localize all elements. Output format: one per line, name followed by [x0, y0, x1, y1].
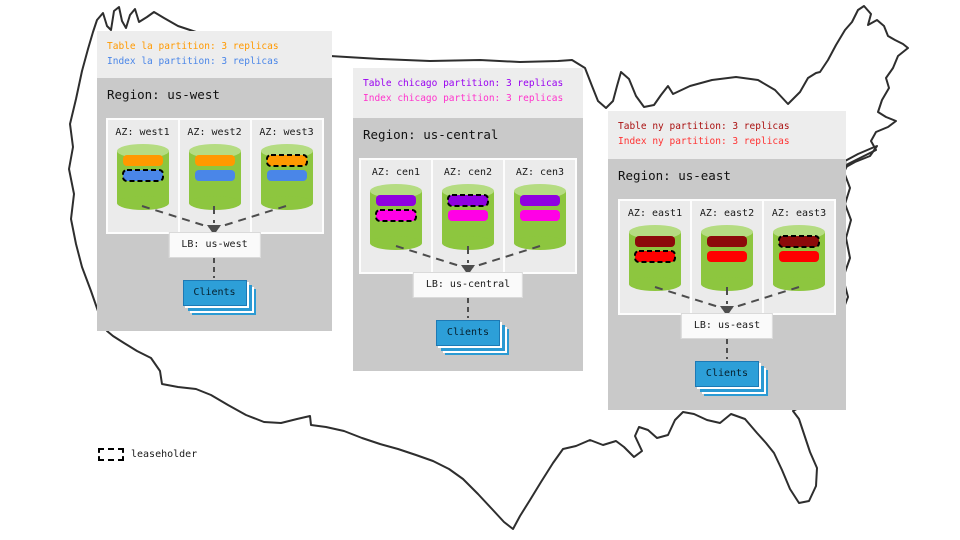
region-title: Region: us-central	[363, 127, 499, 142]
database-cylinder-icon	[260, 144, 313, 210]
partition-callout-central: Table chicago partition: 3 replicas Inde…	[353, 68, 583, 118]
index-partition-bar	[375, 209, 417, 222]
region-box-us-central: Region: us-central AZ: cen1 AZ: cen2	[353, 118, 583, 371]
az-box-east3: AZ: east3	[764, 201, 834, 313]
table-partition-bar	[122, 155, 163, 166]
database-cylinder-icon	[514, 184, 566, 250]
clients-box: Clients	[436, 320, 500, 346]
database-cylinder-icon	[370, 184, 422, 250]
az-label: AZ: west3	[259, 127, 314, 138]
az-box-east2: AZ: east2	[692, 201, 762, 313]
table-partition-bar	[778, 235, 820, 248]
database-cylinder-icon	[629, 225, 681, 291]
az-box-west2: AZ: west2	[179, 120, 250, 232]
callout-table-line: Table ny partition: 3 replicas	[618, 121, 790, 132]
az-label: AZ: east2	[699, 208, 755, 219]
index-partition-bar	[448, 210, 488, 221]
table-partition-bar	[194, 155, 235, 166]
index-partition-bar	[707, 251, 747, 262]
leaseholder-legend: leaseholder	[98, 448, 197, 461]
region-box-us-west: Region: us-west AZ: west1 AZ: west2	[97, 78, 332, 331]
load-balancer-box: LB: us-west	[168, 232, 261, 258]
az-label: AZ: cen3	[515, 167, 565, 178]
table-partition-bar	[376, 195, 416, 206]
database-cylinder-icon	[116, 144, 169, 210]
region-box-us-east: Region: us-east AZ: east1 AZ: east2	[608, 159, 846, 410]
callout-index-line: Index chicago partition: 3 replicas	[363, 93, 564, 104]
index-partition-bar	[194, 170, 235, 181]
callout-table-line: Table chicago partition: 3 replicas	[363, 78, 564, 89]
database-cylinder-icon	[188, 144, 241, 210]
index-partition-bar	[779, 251, 819, 262]
table-partition-bar	[707, 236, 747, 247]
table-partition-bar	[520, 195, 560, 206]
load-balancer-box: LB: us-central	[412, 272, 524, 298]
az-label: AZ: cen2	[443, 167, 493, 178]
az-box-cen2: AZ: cen2	[433, 160, 503, 272]
table-partition-bar	[635, 236, 675, 247]
az-label: AZ: west2	[187, 127, 242, 138]
az-box-west1: AZ: west1	[107, 120, 178, 232]
index-partition-bar	[266, 170, 307, 181]
table-partition-bar	[265, 154, 308, 167]
leaseholder-swatch-icon	[98, 448, 124, 461]
region-title: Region: us-east	[618, 168, 731, 183]
database-cylinder-icon	[701, 225, 753, 291]
legend-label: leaseholder	[131, 449, 198, 460]
callout-table-line: Table la partition: 3 replicas	[107, 41, 279, 52]
partition-callout-east: Table ny partition: 3 replicas Index ny …	[608, 111, 846, 159]
database-cylinder-icon	[442, 184, 494, 250]
az-box-east1: AZ: east1	[620, 201, 690, 313]
long-island-path	[844, 145, 878, 168]
az-box-cen1: AZ: cen1	[361, 160, 431, 272]
az-row-central: AZ: cen1 AZ: cen2	[359, 158, 577, 274]
table-partition-bar	[447, 194, 489, 207]
az-label: AZ: west1	[115, 127, 170, 138]
index-partition-bar	[520, 210, 560, 221]
region-title: Region: us-west	[107, 87, 220, 102]
load-balancer-box: LB: us-east	[680, 313, 774, 339]
az-label: AZ: cen1	[371, 167, 421, 178]
partition-callout-west: Table la partition: 3 replicas Index la …	[97, 31, 332, 78]
az-box-west3: AZ: west3	[251, 120, 322, 232]
clients-box: Clients	[182, 280, 247, 306]
az-row-west: AZ: west1 AZ: west2	[105, 118, 324, 234]
az-box-cen3: AZ: cen3	[505, 160, 575, 272]
az-label: AZ: east3	[771, 208, 827, 219]
index-partition-bar	[634, 250, 676, 263]
az-row-east: AZ: east1 AZ: east2	[618, 199, 836, 315]
callout-index-line: Index la partition: 3 replicas	[107, 56, 279, 67]
clients-box: Clients	[695, 361, 759, 387]
callout-index-line: Index ny partition: 3 replicas	[618, 136, 790, 147]
az-label: AZ: east1	[627, 208, 683, 219]
index-partition-bar	[121, 169, 164, 182]
database-cylinder-icon	[773, 225, 825, 291]
